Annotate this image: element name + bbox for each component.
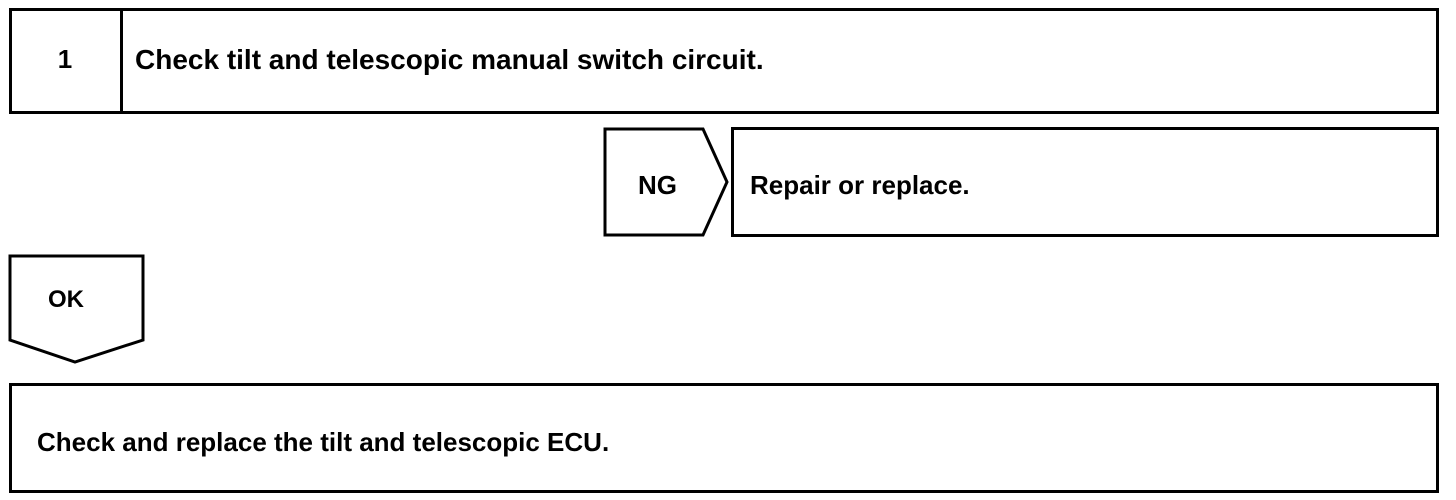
step-number: 1 — [57, 44, 73, 74]
result-text: Check and replace the tilt and telescopi… — [37, 427, 610, 457]
step-number-divider — [120, 8, 123, 114]
result-box — [9, 383, 1439, 493]
ng-action-text: Repair or replace. — [750, 170, 970, 200]
step-title: Check tilt and telescopic manual switch … — [135, 44, 764, 75]
ng-action-box — [731, 127, 1439, 237]
ng-label: NG — [638, 170, 677, 200]
ng-arrow-icon — [603, 127, 729, 237]
step-box — [9, 8, 1439, 114]
ok-label: OK — [48, 286, 84, 313]
ok-arrow-icon — [8, 254, 145, 364]
